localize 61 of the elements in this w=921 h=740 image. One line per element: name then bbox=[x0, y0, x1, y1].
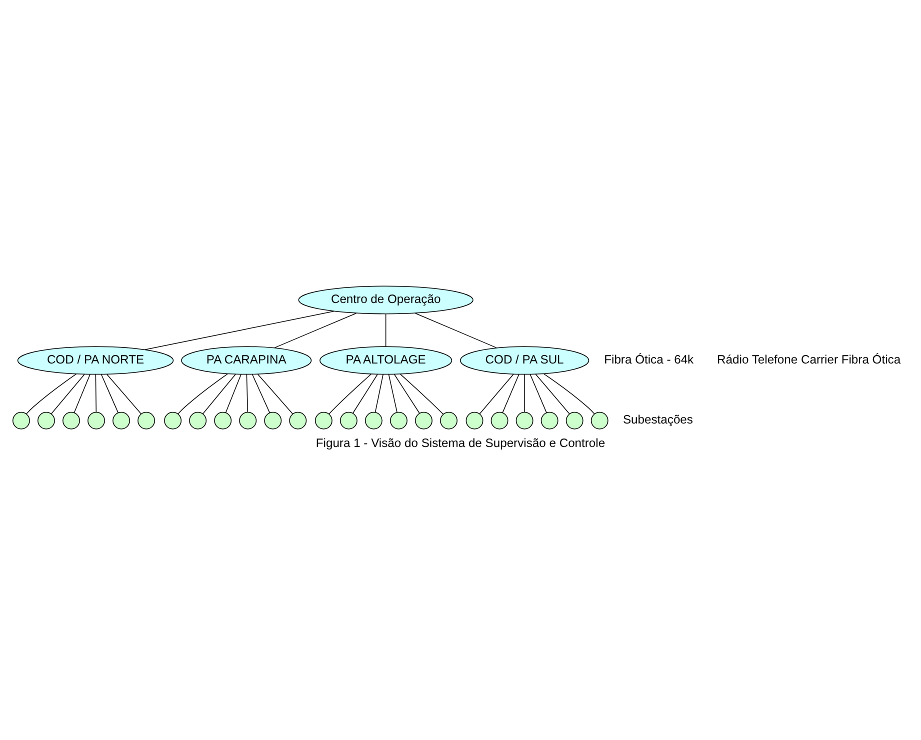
connector bbox=[257, 374, 294, 414]
label: Rádio Telefone Carrier Fibra Ótica bbox=[717, 352, 901, 366]
label: Fibra Ótica - 64k bbox=[604, 352, 694, 366]
node-circle bbox=[62, 412, 80, 430]
node-circle bbox=[466, 412, 484, 430]
connector bbox=[100, 374, 119, 414]
connector bbox=[178, 373, 228, 414]
node-circle bbox=[566, 412, 584, 430]
node-circle bbox=[239, 412, 257, 430]
node-circle bbox=[440, 412, 458, 430]
node-circle bbox=[340, 412, 358, 430]
connector bbox=[328, 374, 372, 414]
node-circle bbox=[289, 412, 307, 430]
connector bbox=[388, 374, 398, 413]
connector bbox=[246, 374, 248, 413]
node-circle bbox=[390, 412, 408, 430]
connector bbox=[502, 374, 520, 414]
connector bbox=[202, 374, 236, 414]
node-circle bbox=[189, 412, 207, 430]
connector bbox=[479, 374, 514, 414]
connector bbox=[225, 374, 242, 413]
connector bbox=[544, 374, 595, 414]
node-circle bbox=[314, 412, 332, 430]
node-ellipse: COD / PA NORTE bbox=[17, 346, 174, 375]
connector bbox=[400, 374, 444, 415]
connector bbox=[530, 374, 547, 414]
connector bbox=[274, 312, 357, 348]
connector bbox=[385, 314, 386, 347]
connector bbox=[106, 374, 142, 414]
node-circle bbox=[164, 412, 182, 430]
connector bbox=[95, 374, 97, 413]
node-circle bbox=[540, 412, 558, 430]
label: Subestações bbox=[622, 412, 693, 426]
node-circle bbox=[264, 412, 282, 430]
connector bbox=[252, 374, 270, 414]
connector bbox=[374, 374, 384, 413]
connector bbox=[394, 374, 420, 414]
node-circle bbox=[214, 412, 232, 430]
connector bbox=[535, 374, 570, 414]
connector bbox=[352, 374, 378, 414]
connector bbox=[144, 310, 334, 350]
node-circle bbox=[138, 412, 155, 430]
node-circle bbox=[415, 412, 432, 430]
node-ellipse: PA CARAPINA bbox=[181, 346, 312, 375]
connector bbox=[50, 374, 85, 414]
node-circle bbox=[364, 412, 382, 430]
connector bbox=[414, 312, 497, 348]
caption: Figura 1 - Visão do Sistema de Supervisão e Controle bbox=[316, 436, 606, 450]
connector bbox=[74, 374, 90, 413]
node-ellipse: PA ALTOLAGE bbox=[320, 346, 452, 375]
node-circle bbox=[12, 412, 30, 430]
node-circle bbox=[88, 412, 105, 430]
connector bbox=[524, 374, 525, 413]
node-circle bbox=[112, 412, 130, 430]
node-ellipse: COD / PA SUL bbox=[460, 346, 590, 375]
node-circle bbox=[490, 412, 508, 430]
node-circle bbox=[38, 412, 55, 430]
node-ellipse: Centro de Operação bbox=[298, 286, 474, 314]
connector bbox=[26, 374, 77, 414]
node-circle bbox=[590, 412, 608, 430]
node-circle bbox=[516, 412, 534, 430]
